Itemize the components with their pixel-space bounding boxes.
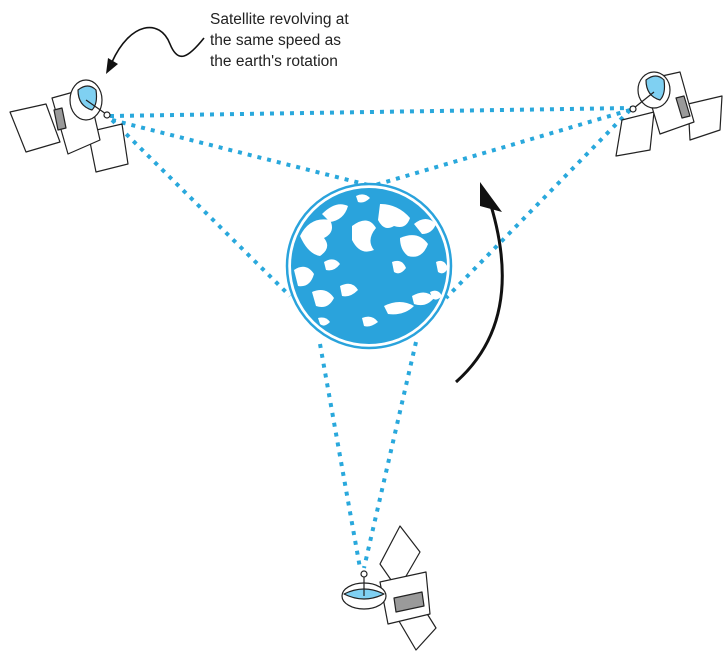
rotation-arrow-icon (456, 182, 502, 382)
annotation-line-2: the same speed as (210, 30, 430, 51)
beam-right-to-earth-lower (446, 110, 630, 298)
earth-globe-icon (287, 184, 451, 348)
satellite-annotation: Satellite revolving at the same speed as… (210, 9, 430, 72)
annotation-line-3: the earth's rotation (210, 51, 430, 72)
beam-left-to-right (110, 108, 632, 116)
satellite-icon (616, 72, 722, 156)
beam-right-to-earth (372, 110, 630, 186)
beam-left-to-earth (112, 120, 372, 186)
beam-left-to-earth-lower (112, 120, 290, 296)
annotation-line-1: Satellite revolving at (210, 9, 430, 30)
satellite-icon (10, 80, 128, 172)
pointer-arrow-icon (106, 28, 204, 74)
beam-bottom-to-earth-left (320, 344, 360, 568)
beam-bottom-to-earth-right (364, 342, 416, 568)
